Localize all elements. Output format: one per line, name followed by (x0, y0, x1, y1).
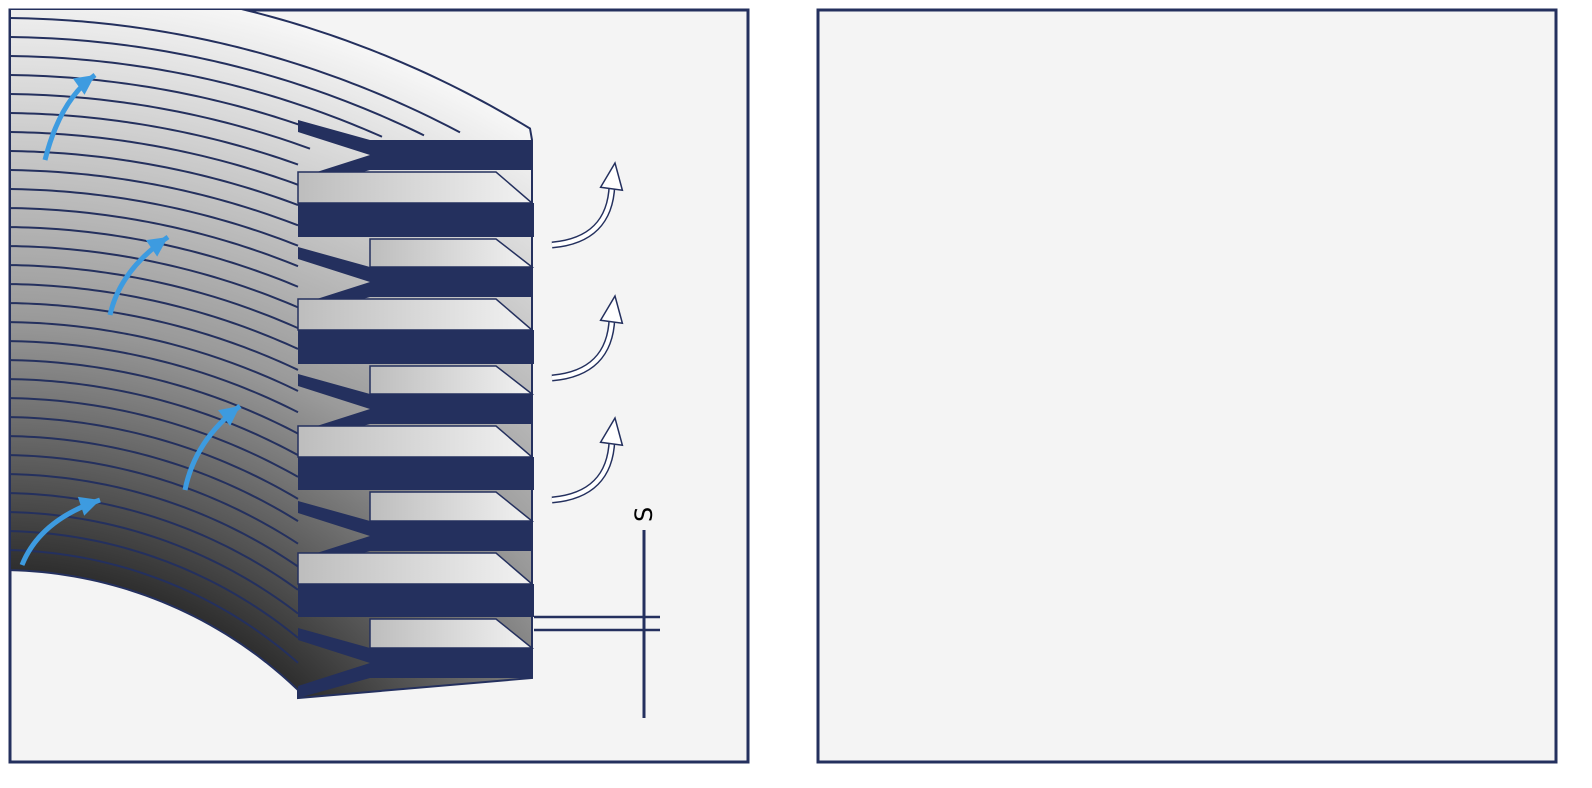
layer-arc (10, 93, 311, 150)
layer-arc (10, 169, 299, 227)
layer-arc (10, 188, 299, 247)
layer-arc (10, 340, 299, 414)
stack-group: S (10, 10, 660, 718)
panel-right: S⁺ (816, 8, 1558, 764)
electron-flow-arrowhead (599, 294, 624, 325)
layer-arc (10, 321, 299, 392)
layer-arc (10, 17, 461, 134)
layer-arc (10, 150, 299, 206)
layer-arc (10, 36, 425, 137)
layer-arc (10, 283, 299, 350)
plate-top-face (297, 298, 535, 331)
layer-arc (10, 359, 299, 435)
layer-arc (10, 245, 299, 309)
layer-arc (10, 492, 299, 591)
layer-arc (10, 454, 299, 545)
layer-arc (10, 511, 299, 615)
tab-plate (298, 330, 534, 364)
layer-arc (10, 416, 299, 500)
layer-arc (10, 302, 299, 371)
layer-arc (10, 435, 299, 523)
ion-flow-arrowhead (145, 237, 168, 257)
plate-top-face (297, 171, 535, 204)
terminal-label: S (630, 507, 658, 522)
tab-plate-notched (298, 628, 532, 698)
panel-frame (816, 8, 1558, 764)
electron-flow-arrow (551, 184, 614, 247)
tab-plate (298, 457, 534, 490)
layer-arc (10, 207, 299, 268)
layer-arc (10, 131, 299, 186)
tab-plate (298, 203, 534, 237)
electron-flow-arrow (551, 439, 614, 502)
layer-arc (10, 378, 299, 457)
layer-arc (10, 55, 383, 138)
electron-flow-arrowhead (599, 161, 624, 192)
layer-arc (10, 112, 299, 166)
layer-arc (10, 473, 299, 568)
layer-arc (10, 264, 299, 330)
ion-flow-arrowhead (77, 496, 100, 516)
plate-top-face (297, 425, 535, 458)
ion-flow-arrowhead (218, 406, 240, 427)
plate-top-face (297, 552, 535, 585)
electron-flow-arrowhead (599, 416, 624, 447)
panel-left: S (8, 8, 750, 764)
ion-flow-arrowhead (72, 75, 95, 95)
layer-arc (10, 397, 299, 478)
tab-plate (298, 584, 534, 617)
layer-arc (10, 549, 299, 664)
electron-flow-arrow (551, 317, 614, 380)
layer-arc (10, 530, 299, 639)
layer-arc (10, 74, 347, 144)
